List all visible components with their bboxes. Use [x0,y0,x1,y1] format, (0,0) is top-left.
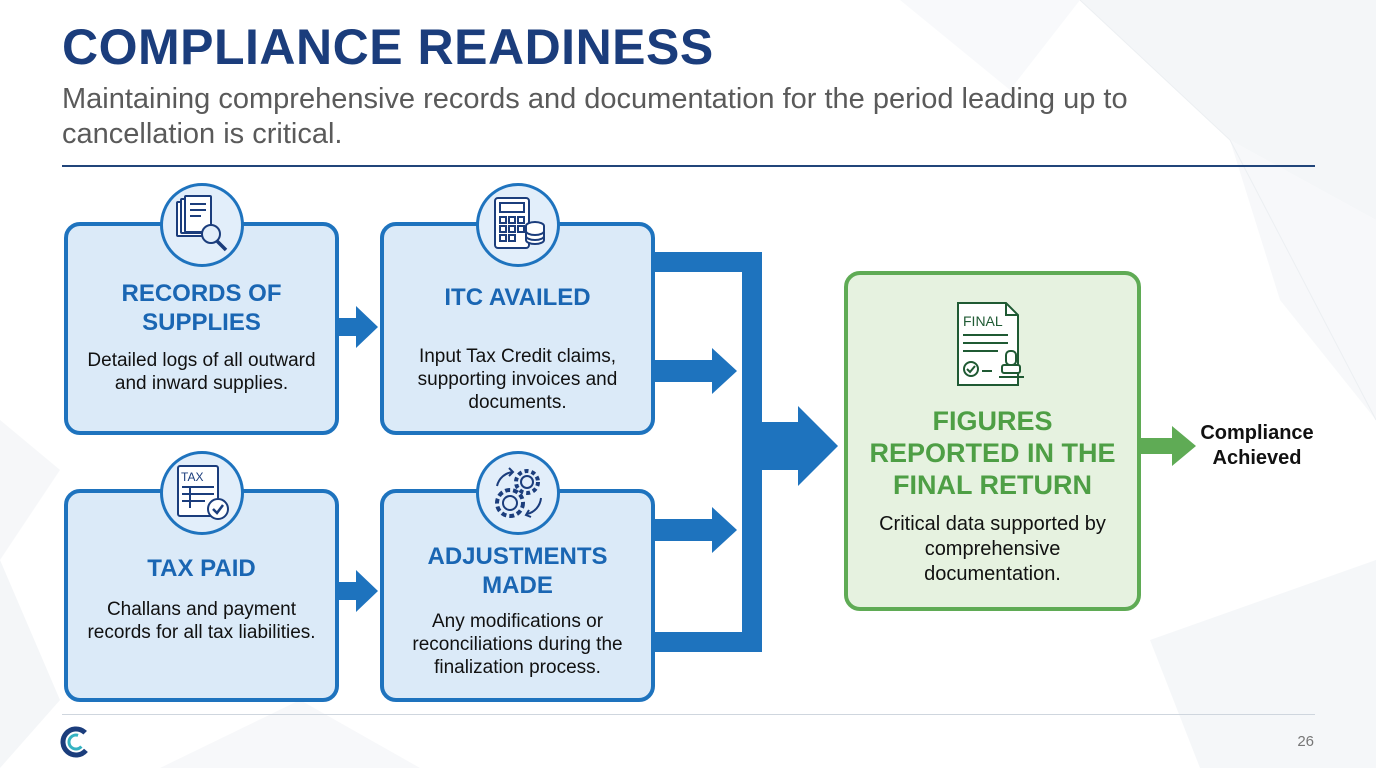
header-divider [62,165,1315,167]
card-title: RECORDS OF SUPPLIES [121,280,282,336]
footer-divider [62,714,1315,715]
tax-icon-label: TAX [181,470,203,484]
card-description: Detailed logs of all outward and inward … [87,350,316,394]
documents-magnifier-icon [160,183,244,267]
tax-form-check-icon: TAX [160,451,244,535]
card-title: TAX PAID [147,555,256,582]
page-title: COMPLIANCE READINESS [62,19,714,75]
final-title: FIGURES REPORTED IN THE FINAL RETURN [869,406,1116,500]
card-title: ITC AVAILED [444,284,591,311]
card-description: Input Tax Credit claims, supporting invo… [417,346,618,413]
final-description: Critical data supported by comprehensive… [879,513,1106,585]
bracket-bottom-bar [652,632,762,652]
arrow-records-to-itc [338,306,378,348]
card-title: ADJUSTMENTS MADE [427,543,608,599]
page-subtitle: Maintaining comprehensive records and do… [62,83,1128,150]
final-icon-label: FINAL [963,313,1003,329]
outcome-label: Compliance Achieved [1200,422,1314,469]
calculator-coins-icon [476,183,560,267]
bracket-vertical-bar [742,252,762,652]
arrow-to-outcome [1141,426,1196,466]
card-final-return: FINAL FIGURES REPORTED IN THE FINAL RETU… [844,271,1141,611]
gears-cycle-icon [476,451,560,535]
page-number: 26 [1297,733,1314,750]
card-description: Any modifications or reconciliations dur… [412,611,623,678]
arrow-to-final [762,406,838,486]
arrow-adjustments-to-bracket [652,507,737,553]
c-logo-icon [60,726,92,758]
final-document-stamp-icon: FINAL [957,302,1024,386]
arrow-tax-to-adjustments [338,570,378,612]
bracket-top-bar [652,252,762,272]
arrow-itc-to-bracket [652,348,737,394]
card-description: Challans and payment records for all tax… [87,599,316,643]
